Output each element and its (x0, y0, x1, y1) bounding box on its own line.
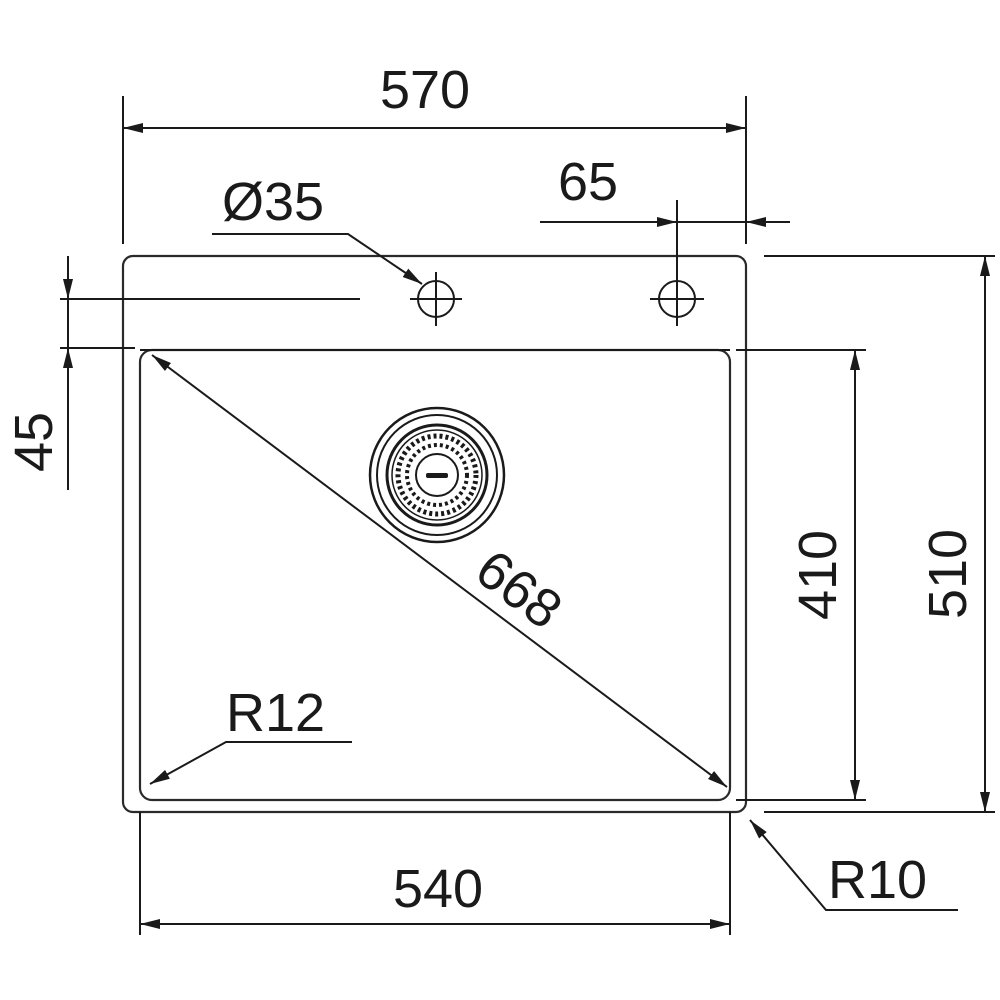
dimension-bowl-offset: 45 (4, 256, 360, 490)
dimension-hole-diameter: Ø35 (212, 172, 423, 285)
drain-strainer-icon (368, 406, 506, 544)
dimension-overall-width: 570 (122, 60, 747, 244)
bowl-diagonal-label: 668 (465, 539, 573, 641)
tap-hole-right (650, 200, 704, 326)
inner-radius-label: R12 (226, 683, 325, 743)
dimension-outer-radius: R10 (749, 819, 958, 911)
hole-offset-label: 65 (558, 152, 618, 212)
dimension-inner-radius: R12 (149, 683, 352, 785)
outer-deck-outline (121, 254, 748, 814)
bowl-height-label: 410 (788, 530, 848, 620)
outer-radius-label: R10 (828, 850, 927, 910)
dimension-hole-offset: 65 (540, 152, 790, 227)
bowl-offset-label: 45 (4, 412, 64, 472)
bowl-width-label: 540 (393, 859, 483, 919)
dimension-overall-depth: 510 (764, 255, 995, 813)
sink-outline (121, 254, 748, 814)
hole-diameter-label: Ø35 (222, 172, 324, 232)
tap-hole-left (410, 272, 462, 326)
overall-depth-label: 510 (918, 529, 978, 619)
dimension-bowl-width: 540 (139, 812, 731, 935)
overall-width-label: 570 (380, 60, 470, 120)
dimension-bowl-height: 410 (736, 349, 866, 801)
